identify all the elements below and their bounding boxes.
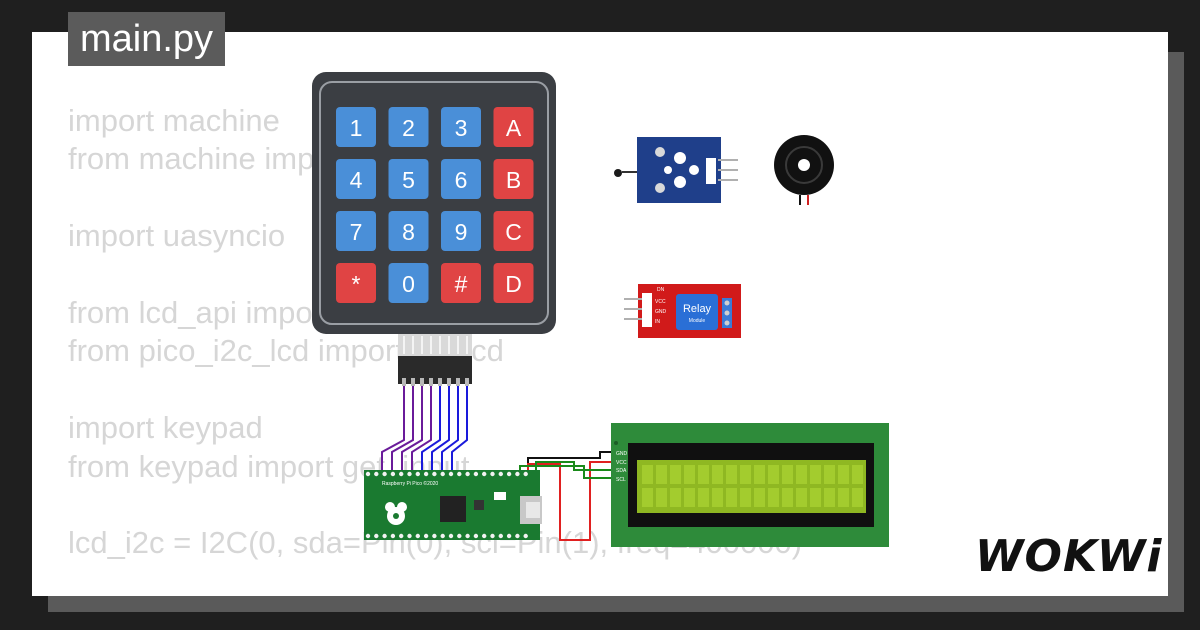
pico-chip-small — [474, 500, 484, 510]
key-label: 8 — [402, 219, 415, 245]
wokwi-logo: WOKWi — [975, 531, 1163, 582]
code-line: import machine — [68, 103, 280, 138]
relay-pin-vcc: VCC — [655, 299, 666, 305]
keypad-key-star[interactable]: * — [336, 263, 376, 303]
key-label: 3 — [455, 115, 468, 141]
keypad-bezel — [319, 81, 549, 325]
lcd-1602-display[interactable]: GND VCC SDA SCL — [611, 423, 889, 547]
keypad-keys: 1 2 3 A 4 5 6 B 7 8 9 C * 0 # D — [336, 107, 534, 303]
keypad-key-7[interactable]: 7 — [336, 211, 376, 251]
relay-label: Relay — [683, 303, 712, 315]
keypad-key-0[interactable]: 0 — [388, 263, 429, 303]
raspberry-logo-icon — [385, 502, 407, 525]
key-label: 9 — [455, 219, 468, 245]
key-label: * — [352, 271, 361, 297]
key-label: # — [455, 271, 468, 297]
key-label: B — [506, 167, 521, 193]
key-label: 2 — [402, 115, 415, 141]
keypad-ribbon — [398, 334, 472, 356]
keypad-key-c[interactable]: C — [493, 211, 534, 251]
relay-module[interactable]: Relay Module DN VCC GND IN — [624, 284, 741, 338]
raspberry-pi-pico[interactable]: Raspberry Pi Pico ©2020 — [364, 470, 542, 540]
pico-bootsel-button — [494, 492, 506, 500]
relay-pin-gnd: GND — [655, 309, 667, 315]
keypad-key-2[interactable]: 2 — [388, 107, 429, 147]
keypad-key-b[interactable]: B — [493, 159, 534, 199]
code-line: import keypad — [68, 410, 263, 446]
key-label: 4 — [350, 167, 363, 193]
lcd-pin-gnd: GND — [616, 451, 628, 457]
relay-pin-dn: DN — [657, 287, 665, 293]
key-label: 7 — [350, 219, 363, 245]
buzzer[interactable] — [774, 135, 834, 205]
lcd-pin-vcc: VCC — [616, 460, 627, 466]
keypad-key-a[interactable]: A — [493, 107, 534, 147]
pico-usb-inner — [526, 502, 540, 518]
key-label: D — [505, 271, 522, 297]
thermistor-bulb — [614, 169, 622, 177]
key-label: C — [505, 219, 522, 245]
keypad-key-6[interactable]: 6 — [441, 159, 481, 199]
keypad-key-hash[interactable]: # — [441, 263, 481, 303]
keypad-key-d[interactable]: D — [493, 263, 534, 303]
keypad-key-4[interactable]: 4 — [336, 159, 376, 199]
pico-board-text: Raspberry Pi Pico ©2020 — [382, 480, 438, 487]
key-label: 5 — [402, 167, 415, 193]
buzzer-hole — [798, 159, 810, 171]
key-label: A — [506, 115, 522, 141]
lcd-pin-scl: SCL — [616, 477, 626, 483]
lcd-mount-hole — [614, 441, 618, 445]
code-line: from keypad import get_input — [68, 448, 470, 484]
key-label: 1 — [350, 115, 363, 141]
lcd-pin-sda: SDA — [616, 468, 627, 474]
keypad-wires — [381, 386, 468, 472]
relay-pin-in: IN — [655, 319, 660, 325]
keypad-key-9[interactable]: 9 — [441, 211, 481, 251]
keypad-4x4[interactable]: 1 2 3 A 4 5 6 B 7 8 9 C * 0 # D — [312, 72, 556, 386]
sensor-header — [706, 158, 716, 184]
keypad-key-8[interactable]: 8 — [388, 211, 429, 251]
keypad-connector — [398, 356, 472, 384]
code-line: import uasyncio — [68, 218, 286, 254]
file-name-badge: main.py — [68, 12, 226, 66]
key-label: 0 — [402, 271, 415, 297]
relay-header — [642, 293, 652, 327]
relay-switch — [676, 294, 718, 330]
pico-chip — [440, 496, 466, 522]
keypad-key-5[interactable]: 5 — [388, 159, 429, 199]
lcd-wires — [519, 451, 616, 541]
relay-sublabel: Module — [689, 318, 706, 324]
key-label: 6 — [455, 167, 468, 193]
keypad-key-3[interactable]: 3 — [441, 107, 481, 147]
keypad-key-1[interactable]: 1 — [336, 107, 376, 147]
temperature-sensor-module[interactable] — [614, 137, 738, 203]
